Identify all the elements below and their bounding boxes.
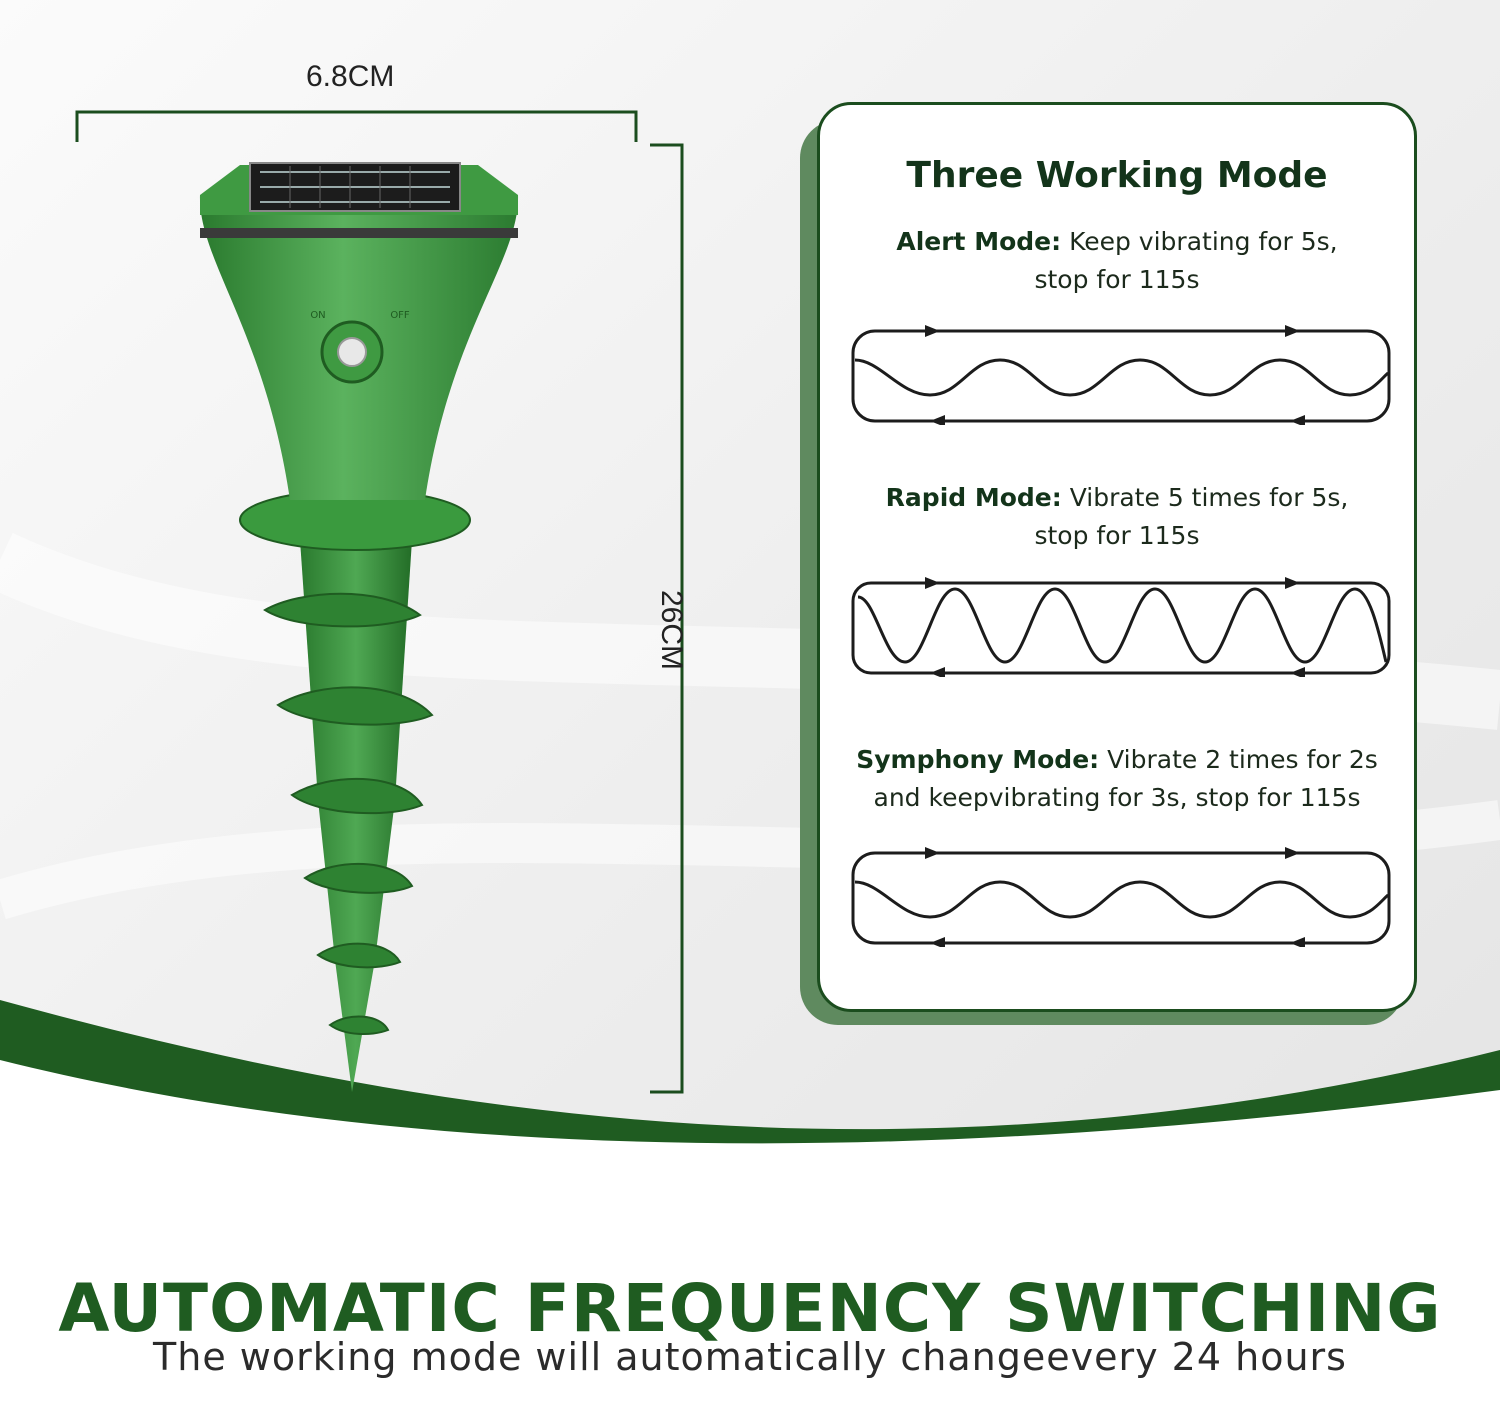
rapid-mode-wave-diagram [851, 577, 1391, 677]
arrow-right-icon [1285, 325, 1300, 337]
mode-name: Rapid Mode: [885, 483, 1062, 512]
arrow-left-icon [930, 415, 945, 425]
mode-desc-line2: stop for 115s [1034, 521, 1200, 550]
mode-desc-line2: and keepvibrating for 3s, stop for 115s [873, 783, 1361, 812]
panel-title: Three Working Mode [906, 155, 1328, 196]
symphony-mode-wave-diagram [851, 847, 1391, 947]
device-illustration: ON OFF [199, 162, 519, 1092]
height-dimension-line [650, 143, 684, 1094]
mode-desc-line1: Keep vibrating for 5s, [1069, 227, 1338, 256]
alert-mode-wave-diagram [851, 325, 1391, 425]
arrow-right-icon [925, 577, 940, 589]
arrow-left-icon [930, 667, 945, 677]
mode-alert-text: Alert Mode: Keep vibrating for 5s, stop … [820, 223, 1414, 299]
headline: AUTOMATIC FREQUENCY SWITCHING [58, 1270, 1442, 1347]
subline: The working mode will automatically chan… [153, 1335, 1347, 1379]
arrow-left-icon [930, 937, 945, 947]
arrow-right-icon [925, 325, 940, 337]
mode-name: Symphony Mode: [856, 745, 1100, 774]
arrow-left-icon [1290, 415, 1305, 425]
svg-text:ON: ON [310, 310, 325, 321]
arrow-right-icon [1285, 847, 1300, 859]
working-mode-panel: Three Working Mode Alert Mode: Keep vibr… [817, 102, 1417, 1012]
svg-text:OFF: OFF [390, 310, 410, 321]
width-dimension-label: 6.8CM [306, 60, 395, 93]
mode-name: Alert Mode: [896, 227, 1062, 256]
symphony-wave [854, 880, 1390, 919]
height-dimension-label: 26CM [655, 590, 688, 671]
rapid-wave [857, 587, 1388, 664]
arrow-left-icon [1290, 937, 1305, 947]
alert-wave [854, 358, 1390, 397]
arrow-right-icon [925, 847, 940, 859]
mode-symphony-text: Symphony Mode: Vibrate 2 times for 2s an… [820, 741, 1414, 817]
mode-rapid-text: Rapid Mode: Vibrate 5 times for 5s, stop… [820, 479, 1414, 555]
mode-desc-line1: Vibrate 2 times for 2s [1107, 745, 1378, 774]
arrow-right-icon [1285, 577, 1300, 589]
arrow-left-icon [1290, 667, 1305, 677]
mode-desc-line1: Vibrate 5 times for 5s, [1069, 483, 1349, 512]
mode-desc-line2: stop for 115s [1034, 265, 1200, 294]
width-dimension-line [75, 110, 638, 142]
